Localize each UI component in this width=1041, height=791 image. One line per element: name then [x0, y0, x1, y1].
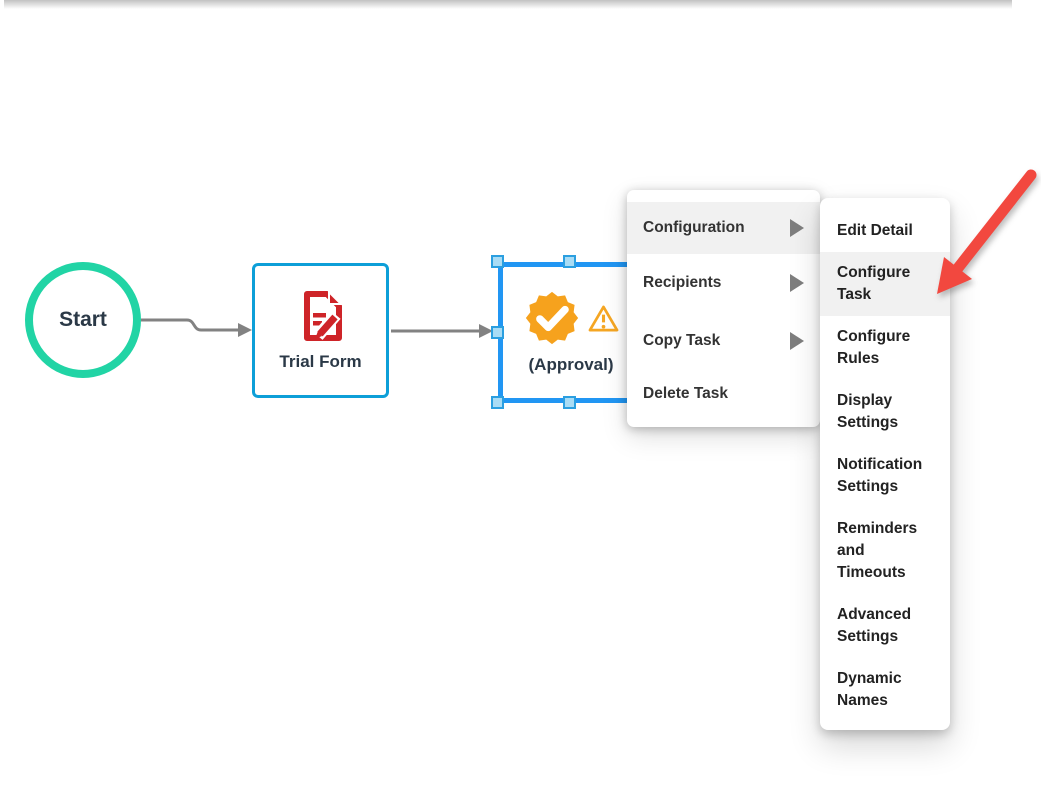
- submenu-item-display-settings[interactable]: Display Settings: [837, 392, 899, 431]
- menu-item-label: Configuration: [643, 219, 745, 236]
- menu-item-configuration[interactable]: Configuration: [627, 202, 820, 254]
- menu-item-label: Copy Task: [643, 331, 721, 349]
- menu-item-label: Delete Task: [643, 385, 729, 402]
- submenu-item-configure-rules[interactable]: Configure Rules: [837, 328, 911, 367]
- submenu-item-configure-task[interactable]: Configure Task: [820, 252, 950, 316]
- trial-form-node-label: Trial Form: [279, 352, 362, 371]
- submenu-item-edit-detail[interactable]: Edit Detail: [837, 222, 913, 239]
- approval-icon-row: [524, 290, 619, 346]
- selection-handle[interactable]: [563, 396, 576, 409]
- submenu-item-advanced-settings[interactable]: Advanced Settings: [837, 606, 912, 645]
- submenu-arrow-icon: [790, 331, 804, 350]
- submenu-arrow-icon: [790, 219, 804, 237]
- configuration-submenu: Edit Detail Configure Task Configure Rul…: [820, 198, 950, 730]
- menu-item-copy-task[interactable]: Copy Task: [627, 312, 820, 369]
- selection-handle[interactable]: [491, 396, 504, 409]
- connector-start-to-trialform: [141, 318, 252, 337]
- menu-item-delete-task[interactable]: Delete Task: [627, 369, 820, 419]
- arrowhead-icon: [238, 323, 252, 337]
- task-context-menu: Configuration Recipients Copy Task Delet…: [627, 190, 820, 427]
- menu-item-recipients[interactable]: Recipients: [627, 254, 820, 312]
- start-node-label: Start: [59, 308, 107, 331]
- approval-badge-icon: [525, 291, 578, 345]
- warning-icon: [588, 305, 618, 331]
- edit-document-icon: [303, 289, 343, 341]
- selection-handle[interactable]: [491, 255, 504, 268]
- menu-item-label: Recipients: [643, 274, 722, 291]
- trial-form-node[interactable]: Trial Form: [252, 263, 389, 398]
- selection-handle[interactable]: [491, 326, 504, 339]
- approval-node[interactable]: (Approval): [498, 262, 644, 403]
- submenu-item-notification-settings[interactable]: Notification Settings: [837, 456, 923, 495]
- submenu-item-dynamic-names[interactable]: Dynamic Names: [837, 670, 902, 709]
- start-node[interactable]: Start: [25, 262, 141, 378]
- submenu-arrow-icon: [790, 274, 804, 292]
- connector-trialform-to-approval: [391, 324, 493, 338]
- top-scroll-shadow: [4, 0, 1012, 9]
- approval-node-label: (Approval): [528, 355, 614, 374]
- selection-handle[interactable]: [563, 255, 576, 268]
- submenu-item-reminders-and-timeouts[interactable]: Reminders and Timeouts: [837, 520, 918, 581]
